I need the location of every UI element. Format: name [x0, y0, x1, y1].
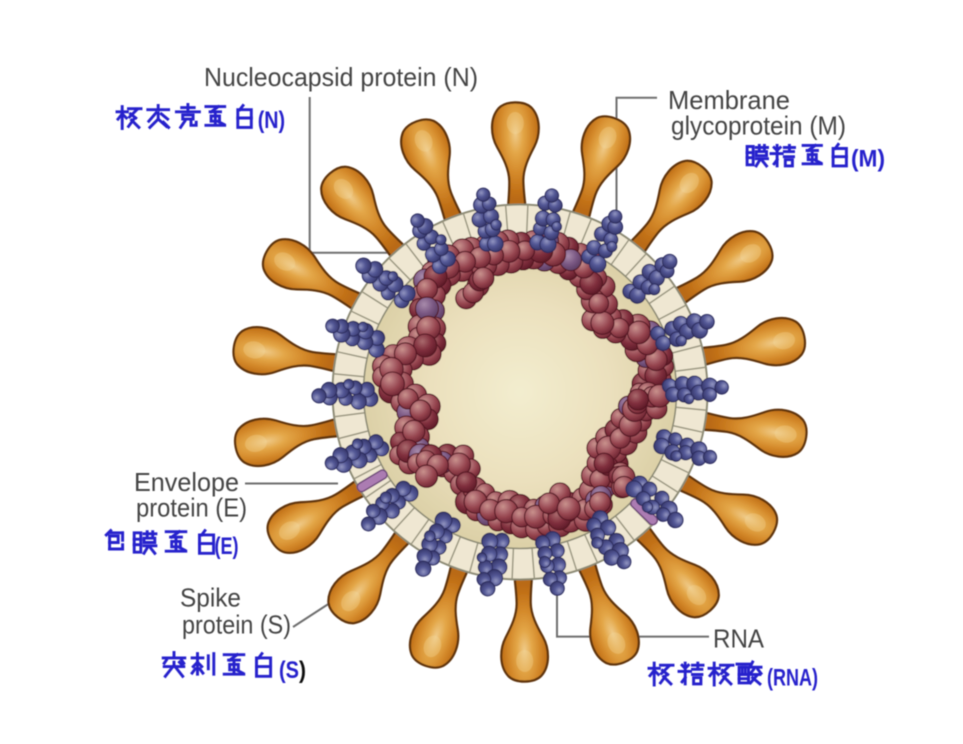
- svg-text:glycoprotein (M): glycoprotein (M): [671, 111, 846, 141]
- svg-text:(E): (E): [215, 533, 239, 560]
- svg-text:(N): (N): [258, 107, 285, 134]
- svg-text:Membrane: Membrane: [668, 85, 790, 115]
- svg-text:): ): [299, 657, 306, 684]
- svg-text:Envelope: Envelope: [134, 467, 239, 497]
- svg-text:(S: (S: [279, 657, 299, 684]
- svg-text:Nucleocapsid protein (N): Nucleocapsid protein (N): [204, 62, 478, 92]
- svg-text:RNA: RNA: [713, 624, 765, 654]
- svg-text:(RNA): (RNA): [767, 665, 818, 692]
- svg-text:protein (S): protein (S): [182, 610, 291, 640]
- svg-text:protein (E): protein (E): [136, 493, 247, 523]
- svg-text:Spike: Spike: [180, 583, 241, 613]
- svg-text:(M): (M): [851, 146, 885, 173]
